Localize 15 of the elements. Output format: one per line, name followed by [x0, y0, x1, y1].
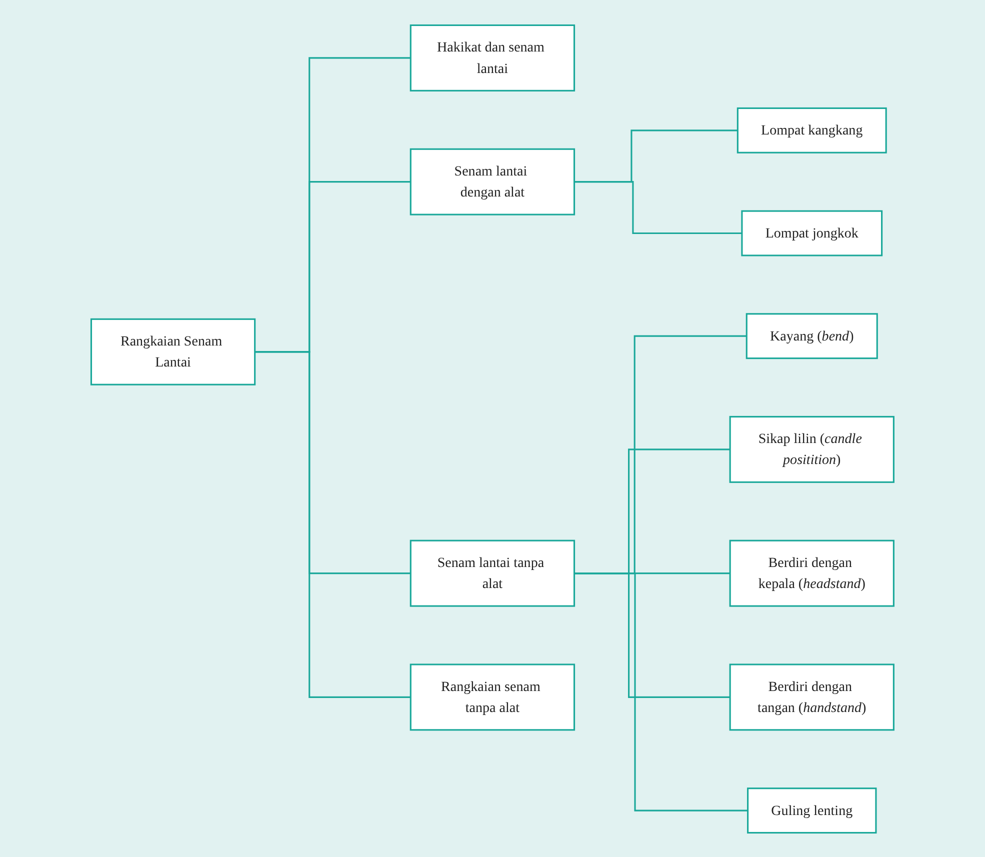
node-box: Lompat kangkang — [736, 106, 887, 153]
node-box: Senam lantai tanpa alat — [410, 539, 576, 606]
node-box: Rangkaian Senam Lantai — [90, 318, 256, 385]
node-box: Kayang (bend) — [746, 312, 878, 359]
connector — [574, 572, 748, 811]
node-box: Berdiri dengan kepala (headstand) — [729, 539, 894, 606]
connector — [574, 180, 742, 234]
node-box: Guling lenting — [747, 787, 877, 834]
node-box: Senam lantai dengan alat — [410, 148, 576, 215]
node-box: Rangkaian senam tanpa alat — [410, 663, 576, 730]
node-box: Berdiri dengan tangan (handstand) — [729, 663, 894, 730]
node-box: Lompat jongkok — [741, 210, 883, 256]
connector — [254, 350, 411, 698]
node-box: Hakikat dan senam lantai — [410, 24, 576, 91]
node-box: Sikap lilin (candle positition) — [729, 415, 894, 482]
